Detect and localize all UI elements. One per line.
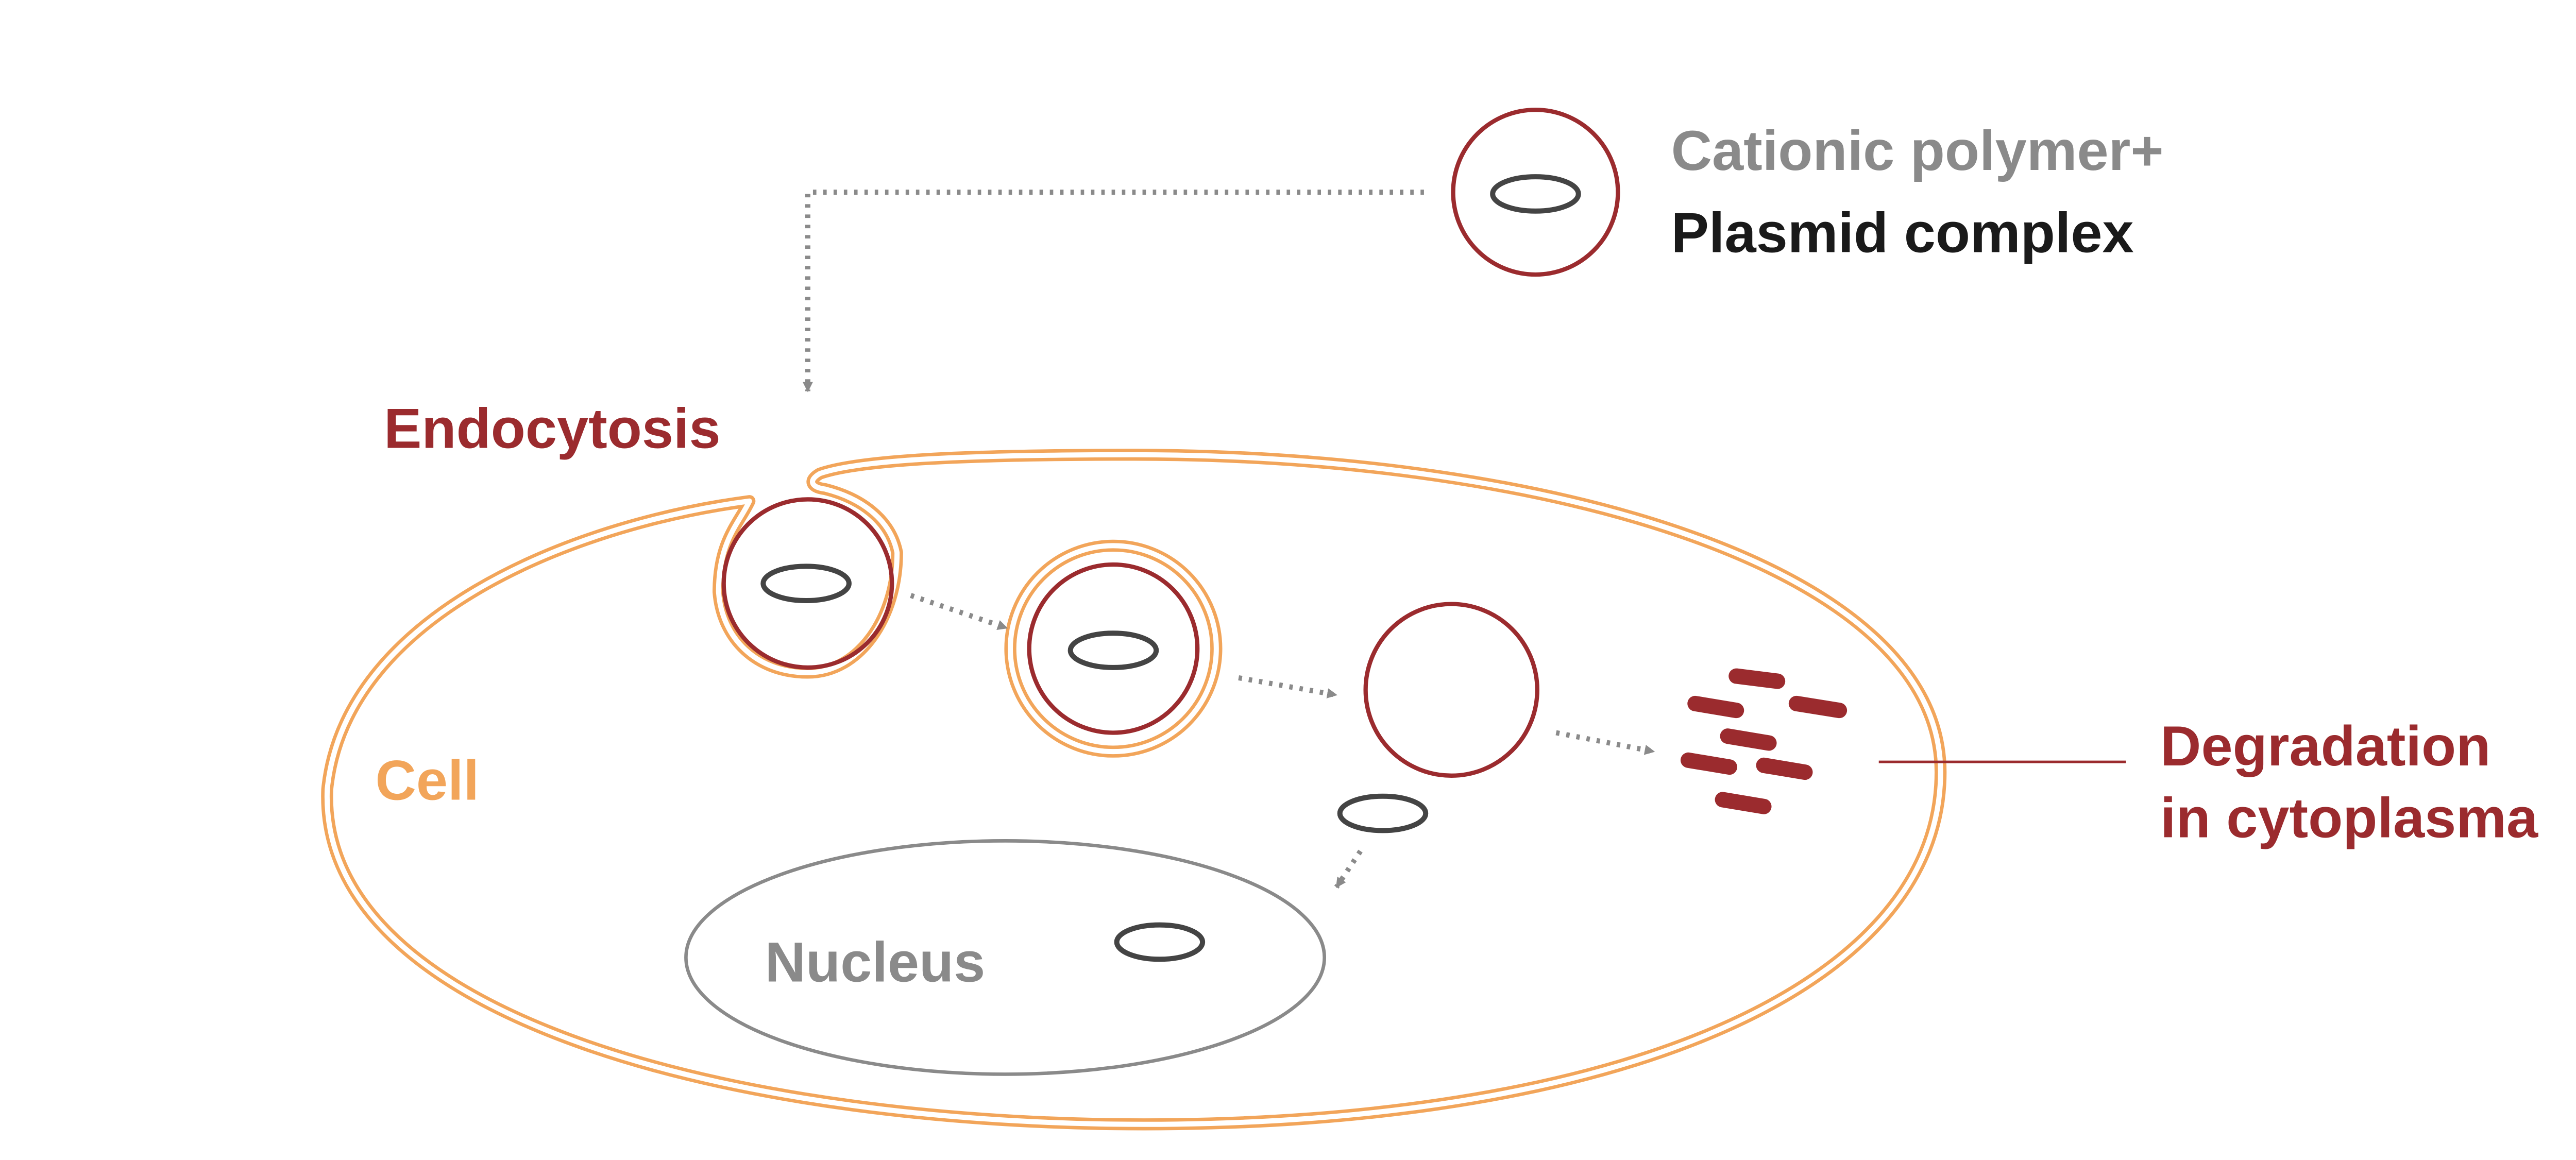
endocytosis-label: Endocytosis (384, 397, 721, 460)
released-plasmid-icon (1337, 793, 1429, 833)
arrow-to-nucleus (1334, 849, 1363, 889)
complex-label-line2: Plasmid complex (1671, 201, 2134, 265)
polymer-complex-circle (1451, 108, 1620, 277)
complex-label-line1: Cationic polymer+ (1671, 119, 2164, 182)
endocytic-plasmid-icon (760, 564, 852, 603)
nucleus-label: Nucleus (765, 931, 986, 994)
endosome-plasmid-icon (1067, 630, 1159, 670)
arrow-vesicle-to-endosome (910, 593, 1008, 631)
nucleus-envelope (684, 839, 1327, 1076)
dotted-arrows (802, 190, 1655, 889)
endosome (1004, 539, 1223, 758)
released-polymer-circle (1363, 602, 1539, 778)
degradation-label-line2: in cytoplasma (2160, 787, 2538, 850)
arrow-release-to-degradation (1555, 730, 1655, 755)
cell-label: Cell (375, 748, 479, 812)
endocytic-vesicle (721, 497, 894, 670)
cell-membrane (321, 449, 1947, 1131)
degradation-label-line1: Degradation (2160, 714, 2490, 778)
arrow-endosome-to-release (1238, 675, 1337, 698)
nuclear-plasmid-icon (1114, 922, 1206, 962)
degraded-fragments (1680, 668, 1848, 814)
complex-plasmid-icon (1490, 174, 1581, 214)
arrow-complex-to-cell (802, 190, 1424, 393)
